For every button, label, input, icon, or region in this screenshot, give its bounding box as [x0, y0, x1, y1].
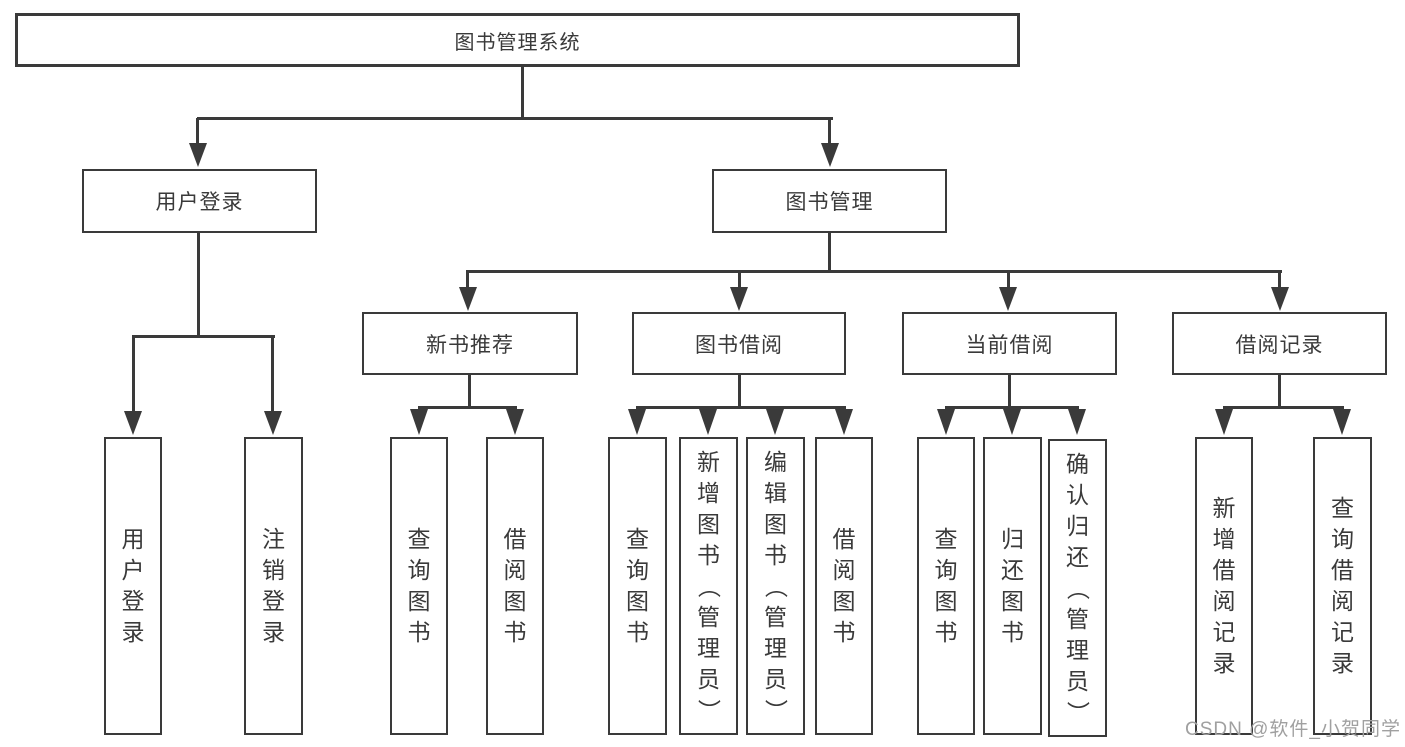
node-library-management-system: 图书管理系统	[15, 13, 1020, 67]
arrowhead-leaf	[1003, 409, 1021, 435]
leaf-borrow-books-borrowing: 借阅图书	[815, 437, 873, 735]
node-new-book-recommendation: 新书推荐	[362, 312, 578, 375]
connector-root-trunk	[521, 65, 524, 120]
connector-level3-bar	[466, 270, 1282, 273]
leaf-query-books-current: 查询图书	[917, 437, 975, 735]
arrowhead-leaf	[699, 409, 717, 435]
arrowhead-login-leaf	[124, 411, 142, 435]
node-borrowing-records: 借阅记录	[1172, 312, 1387, 375]
arrowhead-leaf	[937, 409, 955, 435]
connector-level2-bar	[197, 117, 833, 120]
connector-stem	[468, 375, 471, 407]
node-current-borrowing: 当前借阅	[902, 312, 1117, 375]
arrowhead-leaf	[766, 409, 784, 435]
leaf-logout: 注销登录	[244, 437, 303, 735]
connector-user-login-trunk	[197, 233, 200, 338]
connector-book-mgmt-trunk	[828, 233, 831, 273]
connector-stem	[1008, 375, 1011, 407]
leaf-confirm-return-admin: 确认归还（管理员）	[1048, 439, 1107, 737]
leaf-query-borrow-record: 查询借阅记录	[1313, 437, 1372, 735]
connector-records-bar	[1223, 406, 1344, 409]
leaf-user-login: 用户登录	[104, 437, 162, 735]
csdn-watermark: CSDN @软件_小贺同学	[1185, 719, 1401, 740]
leaf-return-book: 归还图书	[983, 437, 1042, 735]
arrowhead-leaf	[1068, 409, 1086, 435]
arrowhead-leaf	[410, 409, 428, 435]
connector-stem	[1278, 271, 1281, 290]
connector-borrowing-bar	[636, 406, 846, 409]
connector-recommendation-bar	[418, 406, 517, 409]
leaf-add-borrow-record: 新增借阅记录	[1195, 437, 1253, 735]
connector-login-group-bar	[132, 335, 275, 338]
arrowhead-current-borrowing	[999, 287, 1017, 311]
arrowhead-book-borrowing	[730, 287, 748, 311]
connector-stem	[132, 335, 135, 413]
arrowhead-book-management	[821, 143, 839, 167]
arrowhead-borrowing-records	[1271, 287, 1289, 311]
leaf-add-book-admin: 新增图书（管理员）	[679, 437, 738, 735]
leaf-query-books-recommend: 查询图书	[390, 437, 448, 735]
arrowhead-leaf	[1333, 409, 1351, 435]
arrowhead-new-book-recommendation	[459, 287, 477, 311]
leaf-borrow-books-recommend: 借阅图书	[486, 437, 544, 735]
arrowhead-leaf	[835, 409, 853, 435]
connector-stem	[828, 118, 831, 146]
arrowhead-leaf	[628, 409, 646, 435]
connector-stem	[1278, 375, 1281, 407]
connector-current-bar	[945, 406, 1079, 409]
connector-stem	[466, 271, 469, 290]
leaf-edit-book-admin: 编辑图书（管理员）	[746, 437, 805, 735]
connector-stem	[196, 118, 199, 146]
connector-stem	[271, 335, 274, 413]
arrowhead-logout-leaf	[264, 411, 282, 435]
connector-stem	[738, 375, 741, 407]
connector-stem	[738, 271, 741, 290]
node-book-borrowing: 图书借阅	[632, 312, 846, 375]
node-book-management: 图书管理	[712, 169, 947, 233]
arrowhead-user-login	[189, 143, 207, 167]
arrowhead-leaf	[1215, 409, 1233, 435]
connector-stem	[1007, 271, 1010, 290]
node-user-login: 用户登录	[82, 169, 317, 233]
arrowhead-leaf	[506, 409, 524, 435]
leaf-query-books-borrowing: 查询图书	[608, 437, 667, 735]
